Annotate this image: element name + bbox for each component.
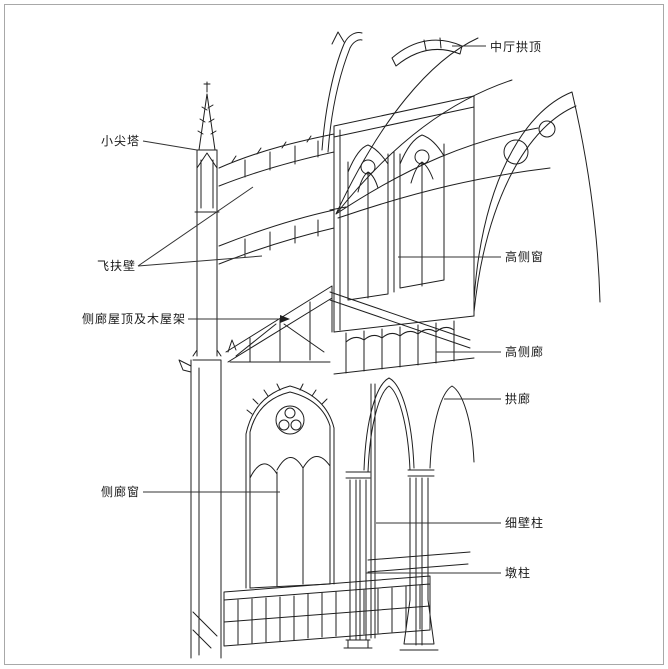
arcade-arches (345, 377, 475, 479)
label-pier: 墩柱 (505, 566, 532, 580)
aisle-window (245, 383, 335, 589)
arrowhead-icon (280, 315, 290, 323)
label-arcade: 拱廊 (505, 392, 532, 406)
piers (343, 383, 471, 651)
triforium-band (333, 315, 475, 375)
clerestory-windows (333, 95, 475, 333)
label-clerestory-window: 高侧窗 (505, 250, 545, 264)
label-nave-vault: 中厅拱顶 (490, 40, 543, 54)
label-aisle-roof-truss: 侧廊屋顶及木屋架 (81, 312, 186, 326)
label-flying-buttress: 飞扶壁 (96, 259, 136, 273)
label-aisle-window: 侧廊窗 (100, 485, 140, 499)
nave-vault-fragment (391, 37, 463, 67)
label-tribune-gallery: 高侧廊 (505, 345, 545, 359)
outer-buttress-pier (178, 211, 222, 659)
label-pinnacle: 小尖塔 (100, 134, 140, 148)
pinnacle-spire (194, 81, 220, 213)
aisle-roof-truss (225, 285, 471, 363)
balustrade (223, 575, 431, 647)
label-wall-shaft: 细壁柱 (505, 516, 545, 530)
leader-lines (137, 45, 501, 574)
nave-vault-ribs (321, 31, 601, 313)
